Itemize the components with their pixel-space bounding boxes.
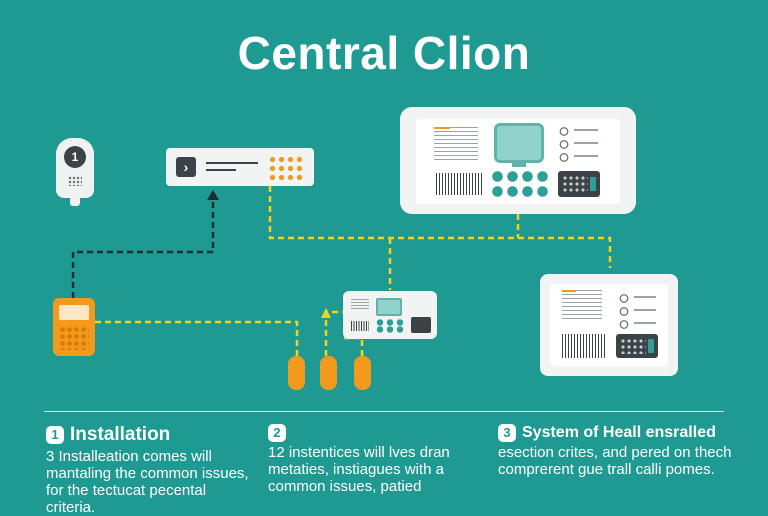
keypad-screen [59, 305, 89, 320]
orange-sensor [288, 356, 305, 390]
hub-keypad [411, 317, 431, 333]
panel-screen-base [512, 163, 526, 167]
page-title: Central Clion [237, 27, 531, 79]
yellow-wire-controller [324, 310, 344, 356]
panel-text [434, 127, 478, 163]
router-leds [268, 155, 306, 181]
step-heading: Installation [70, 424, 171, 445]
panel-keypad-accent [590, 177, 596, 191]
step-text: 3 Installeation comes will mantaling the… [46, 448, 249, 516]
orange-sensor [320, 356, 337, 390]
hub-text [351, 299, 369, 309]
yellow-wire-keypad [95, 320, 299, 356]
panel-buttons [490, 169, 550, 199]
step-number: 1 [46, 426, 64, 444]
panel-text [562, 290, 602, 322]
hub-screen [376, 298, 402, 316]
panel-accent [562, 290, 576, 292]
keypad-icon [53, 298, 95, 356]
dark-wire-arrow [207, 190, 219, 200]
panel-screen [494, 123, 544, 163]
yellow-wire-router-main [268, 186, 612, 268]
sensor-grille [68, 176, 82, 186]
step-number: 3 [498, 424, 516, 442]
panel-barcode [436, 173, 482, 195]
hub-device [343, 291, 437, 339]
orange-sensor [354, 356, 371, 390]
panel-barcode [562, 334, 606, 358]
keypad-buttons [59, 326, 89, 350]
step-1: 1 Installation 3 Installeation comes wil… [46, 424, 256, 516]
divider [44, 411, 724, 412]
panel-keypad-accent [648, 339, 654, 353]
yellow-wire-arrow [321, 308, 331, 318]
panel-keypad [558, 171, 600, 197]
router-device: › [166, 148, 314, 186]
panel-keypad [616, 334, 658, 358]
hub-barcode [351, 321, 369, 331]
step-number: 2 [268, 424, 286, 442]
yellow-wire-right [344, 336, 364, 356]
step-text: esection crites, and pered on thech comp… [498, 444, 732, 478]
panel-keypad-keys [620, 338, 646, 354]
panel-accent [434, 127, 450, 129]
panel-radio-lines [634, 296, 656, 330]
step-heading: System of Heall ensralled [522, 424, 716, 441]
step-3: 3 System of Heall ensralled esection cri… [498, 424, 738, 478]
sensor-icon: 1 [64, 146, 86, 168]
panel-keypad-keys [562, 175, 588, 193]
secondary-control-panel [540, 274, 678, 376]
hub-buttons [375, 319, 405, 333]
sensor-device: 1 [56, 138, 94, 206]
panel-radios [558, 125, 570, 165]
panel-radio-lines [574, 129, 598, 163]
chevron-right-icon: › [176, 157, 196, 177]
dark-wire [71, 196, 215, 298]
sensor-base [70, 198, 80, 206]
step-text: 12 instentices will lves dran metaties, … [268, 444, 450, 495]
router-line [206, 162, 258, 164]
main-control-panel [400, 107, 636, 214]
panel-radios [618, 292, 630, 332]
router-line [206, 169, 236, 171]
step-2: 2 12 instentices will lves dran metaties… [268, 424, 478, 495]
